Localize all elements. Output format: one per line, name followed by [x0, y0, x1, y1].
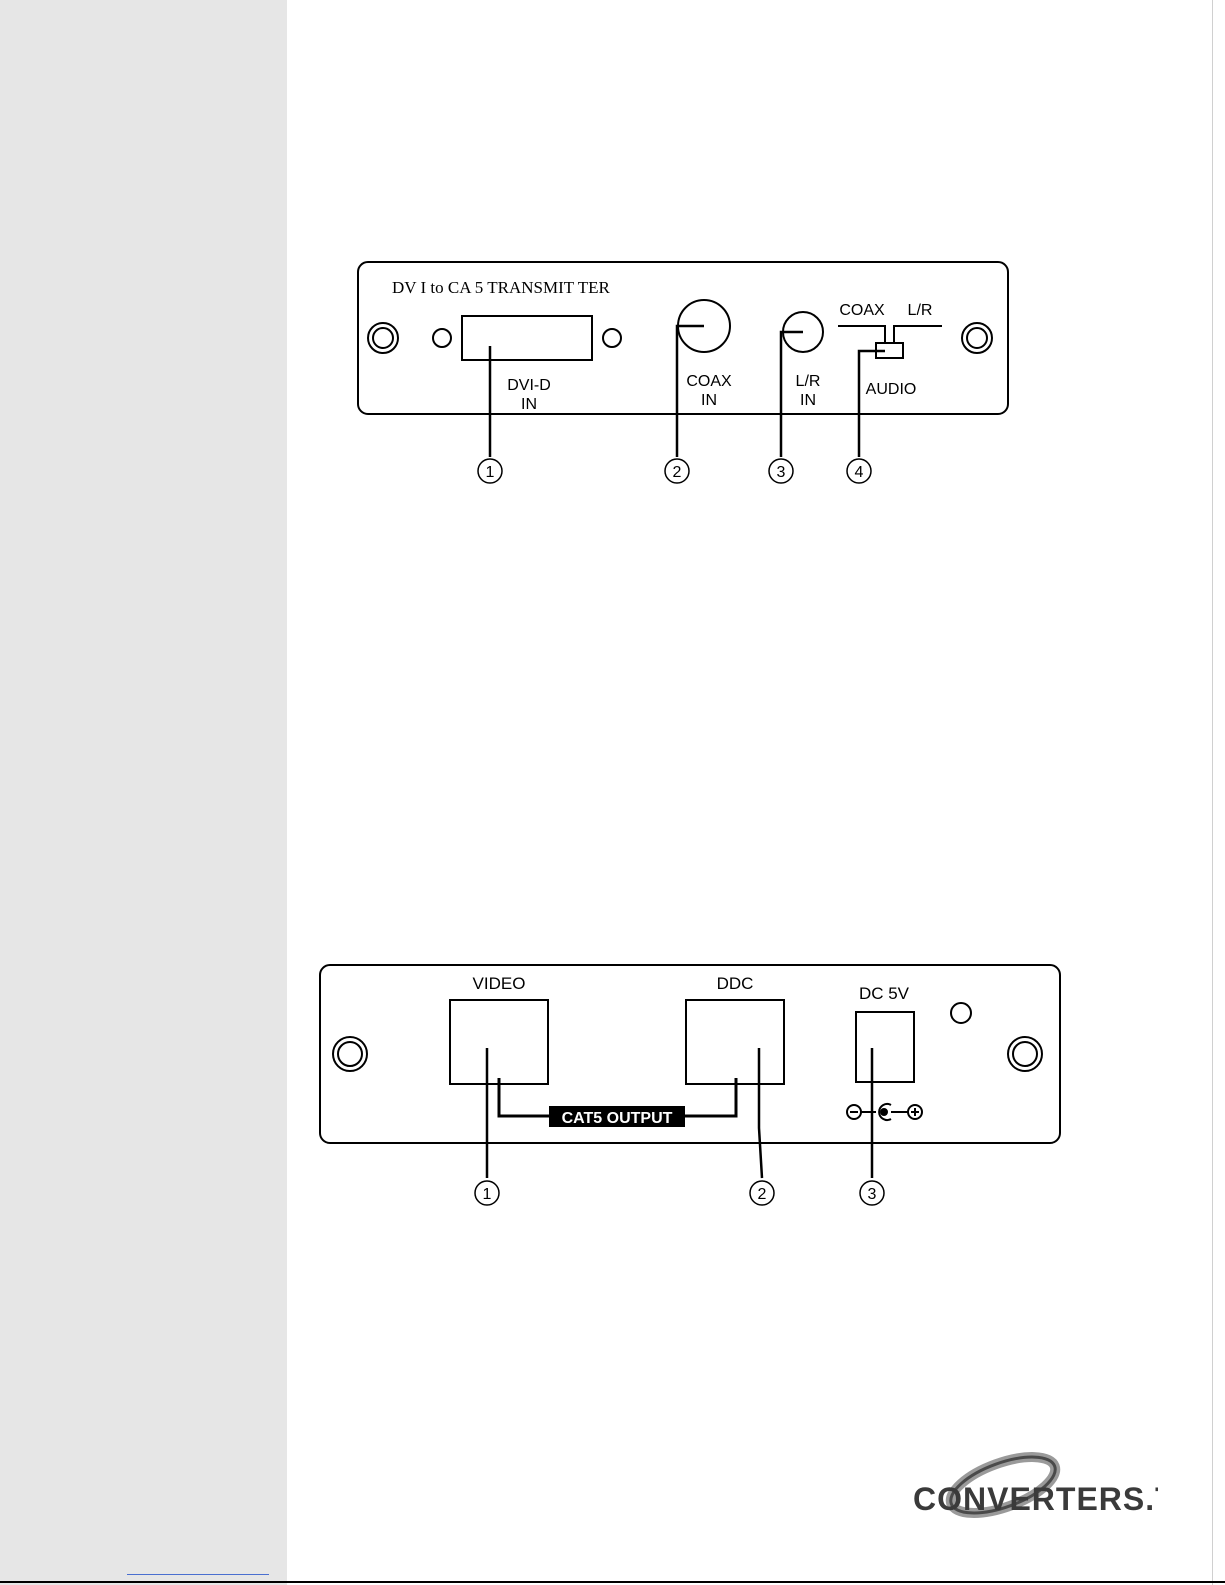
converters-tv-logo: CONVERTERS.TV [908, 1440, 1158, 1550]
rear-right-screw-icon [1008, 1037, 1042, 1071]
dvi-left-hole [433, 329, 451, 347]
front-callout-3: 3 [777, 464, 786, 481]
video-rj45-port [450, 1000, 548, 1084]
switch-lr-label: L/R [908, 302, 933, 319]
dc-polarity-icon [847, 1104, 922, 1120]
front-right-screw-icon [962, 323, 992, 353]
lr-in-label-1: L/R [796, 373, 821, 390]
audio-switch [838, 326, 942, 358]
front-callout-1: 1 [486, 464, 495, 481]
switch-coax-label: COAX [839, 302, 885, 319]
front-callout-2: 2 [673, 464, 682, 481]
front-panel-title: DV I to CA 5 TRANSMIT TER [392, 278, 611, 297]
dvi-d-label-2: IN [521, 396, 537, 413]
rear-callout-2: 2 [758, 1186, 767, 1203]
rear-callout-3: 3 [868, 1186, 877, 1203]
rear-panel-text: VIDEO DDC DC 5V CAT5 OUTPUT 1 2 3 [473, 974, 910, 1203]
power-led [951, 1003, 971, 1023]
video-label: VIDEO [473, 974, 526, 993]
front-callout-4: 4 [855, 464, 864, 481]
dvi-right-hole [603, 329, 621, 347]
audio-label: AUDIO [866, 381, 917, 398]
front-panel-text: DV I to CA 5 TRANSMIT TER DVI-D IN COAX … [392, 278, 932, 481]
lr-in-label-2: IN [800, 392, 816, 409]
dc-5v-label: DC 5V [859, 984, 910, 1003]
front-left-screw-icon [368, 323, 398, 353]
dvi-d-label-1: DVI-D [507, 377, 551, 394]
dvi-d-port [462, 316, 592, 360]
logo-text: CONVERTERS.TV [913, 1481, 1158, 1517]
cat5-output-label: CAT5 OUTPUT [562, 1110, 673, 1127]
dc-5v-jack [856, 1012, 914, 1082]
rear-callout-1: 1 [483, 1186, 492, 1203]
rear-panel [320, 965, 1060, 1205]
rear-left-screw-icon [333, 1037, 367, 1071]
coax-in-label-2: IN [701, 392, 717, 409]
ddc-rj45-port [686, 1000, 784, 1084]
ddc-label: DDC [717, 974, 754, 993]
coax-in-label-1: COAX [686, 373, 732, 390]
